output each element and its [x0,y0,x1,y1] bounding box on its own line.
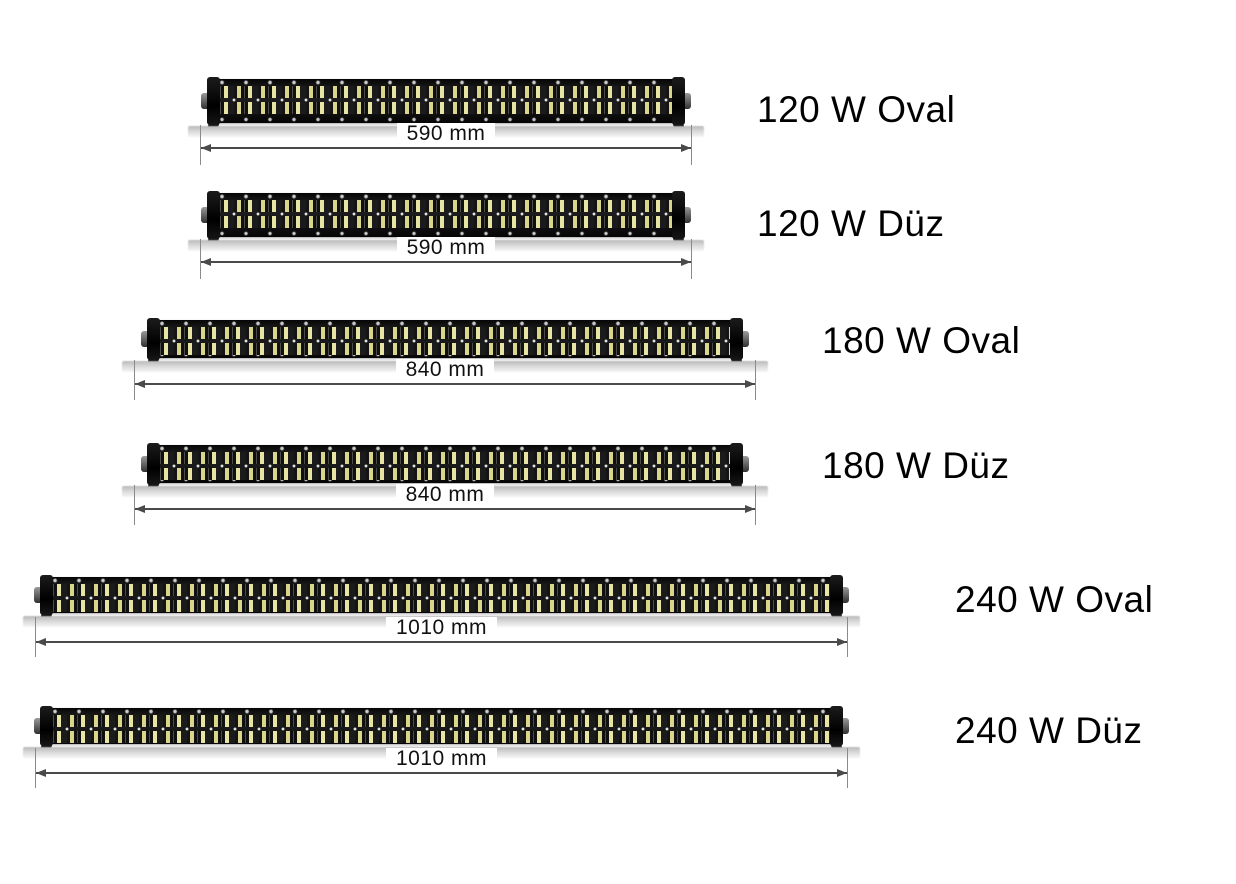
dimension-label: 1010 mm [385,748,498,770]
dimension-arrow [36,769,847,777]
dimension-tick-left [35,748,36,788]
arrowhead-right-icon [745,505,755,513]
dimension-label: 590 mm [396,123,496,145]
end-bolt-left [201,93,211,109]
dimension-tick-right [755,485,756,525]
arrowhead-right-icon [837,769,847,777]
arrowhead-right-icon [681,258,691,266]
end-bolt-left [141,331,151,347]
dimension-tick-left [200,125,201,165]
dimension-tick-left [134,485,135,525]
arrowhead-left-icon [36,638,46,646]
product-label: 180 W Düz [822,445,1010,486]
dimension-arrow [201,144,691,152]
led-lightbar [207,191,685,239]
arrowhead-left-icon [135,505,145,513]
dimension-arrow [135,505,755,513]
dimension-tick-right [755,360,756,400]
product-label: 120 W Düz [757,203,945,244]
dimension-tick-right [691,239,692,279]
dimension-label: 590 mm [396,237,496,259]
dimension-arrow [135,380,755,388]
end-bolt-left [34,718,44,734]
end-bolt-right [839,587,849,603]
dimension-tick-right [847,617,848,657]
product-label: 240 W Oval [955,579,1154,620]
arrowhead-right-icon [837,638,847,646]
led-lightbar [147,443,743,485]
dimension-arrow [36,638,847,646]
end-bolt-left [141,456,151,472]
dimension-tick-left [35,617,36,657]
end-bolt-right [681,93,691,109]
dimension-tick-right [847,748,848,788]
dimension-label: 840 mm [395,359,495,381]
product-label: 240 W Düz [955,710,1143,751]
product-label: 180 W Oval [822,320,1021,361]
end-bolt-right [839,718,849,734]
dimension-arrow [201,258,691,266]
led-lightbar [207,77,685,125]
arrowhead-right-icon [745,380,755,388]
arrowhead-right-icon [681,144,691,152]
arrowhead-left-icon [135,380,145,388]
led-lightbar [40,575,843,615]
product-label: 120 W Oval [757,89,956,130]
dimension-tick-right [691,125,692,165]
arrowhead-left-icon [201,144,211,152]
end-bolt-right [739,331,749,347]
arrowhead-left-icon [201,258,211,266]
led-lightbar [147,318,743,360]
end-bolt-right [739,456,749,472]
end-bolt-left [201,207,211,223]
end-bolt-left [34,587,44,603]
dimension-tick-left [200,239,201,279]
dimension-tick-left [134,360,135,400]
dimension-label: 840 mm [395,484,495,506]
end-bolt-right [681,207,691,223]
dimension-label: 1010 mm [385,617,498,639]
arrowhead-left-icon [36,769,46,777]
led-lightbar [40,706,843,746]
